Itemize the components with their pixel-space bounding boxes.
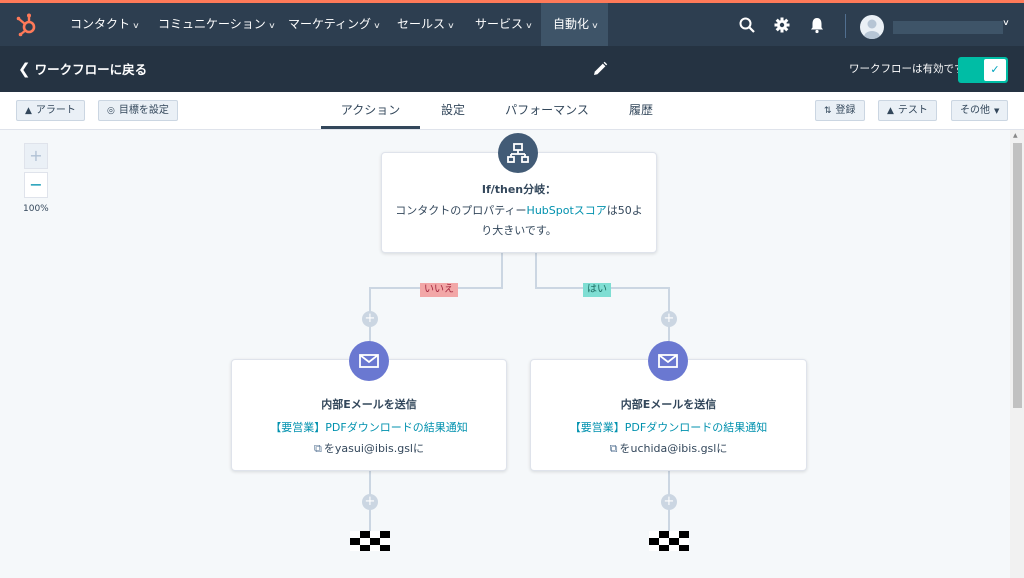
scroll-up-arrow[interactable]: ▲ bbox=[1013, 132, 1018, 139]
enroll-icon: ⇅ bbox=[824, 106, 832, 116]
chevron-down-icon: ∨ bbox=[447, 21, 455, 30]
property-link[interactable]: HubSpotスコア bbox=[526, 204, 607, 217]
branch-card-condition-end: り大きいです。 bbox=[481, 224, 557, 237]
envelope-icon bbox=[349, 341, 389, 381]
condition-text: コンタクトのプロパティー bbox=[395, 204, 527, 217]
chevron-left-icon: ❮ bbox=[18, 60, 31, 78]
nav-item-marketing[interactable]: マーケティング∨ bbox=[278, 3, 390, 46]
top-navigation: コンタクト∨ コミュニケーション∨ マーケティング∨ セールス∨ サービス∨ 自… bbox=[0, 0, 1024, 46]
action-card-title: 内部Eメールを送信 bbox=[620, 398, 717, 411]
branch-yes-label[interactable]: はい bbox=[583, 283, 611, 297]
add-action-button[interactable]: + bbox=[362, 494, 378, 510]
account-name-redacted[interactable] bbox=[893, 21, 1003, 34]
recipient-line: ⧉をyasui@ibis.gslに bbox=[232, 440, 506, 456]
chevron-down-icon: ∨ bbox=[267, 21, 276, 30]
branch-card-title: If/then分岐： bbox=[481, 183, 557, 196]
workflow-header: ❮ワークフローに戻る ワークフローは有効です bbox=[0, 46, 1024, 92]
email-link[interactable]: 【要営業】PDFダウンロードの結果通知 bbox=[270, 421, 468, 434]
zoom-level: 100% bbox=[23, 204, 49, 214]
gear-icon[interactable] bbox=[773, 16, 791, 34]
branch-icon bbox=[498, 133, 538, 173]
nav-item-automation[interactable]: 自動化∨ bbox=[541, 3, 608, 46]
hubspot-sprocket-icon[interactable] bbox=[14, 12, 40, 38]
scrollbar-thumb[interactable] bbox=[1013, 143, 1022, 408]
tab-actions[interactable]: アクション bbox=[321, 92, 420, 129]
alert-button[interactable]: ▲アラート bbox=[16, 100, 85, 121]
connector-line bbox=[535, 253, 537, 289]
end-flag-icon bbox=[350, 531, 390, 551]
nav-item-contacts[interactable]: コンタクト∨ bbox=[60, 3, 149, 46]
tab-settings[interactable]: 設定 bbox=[440, 103, 465, 117]
workflow-active-toggle[interactable]: ✓ bbox=[958, 57, 1008, 83]
warning-icon: ▲ bbox=[25, 106, 32, 116]
external-link-icon[interactable]: ⧉ bbox=[609, 442, 618, 455]
branch-card-condition: コンタクトのプロパティーHubSpotスコアは50よ bbox=[382, 202, 656, 218]
add-action-button[interactable]: + bbox=[661, 494, 677, 510]
recipient-line: ⧉をuchida@ibis.gslに bbox=[531, 440, 806, 456]
end-flag-icon bbox=[649, 531, 689, 551]
flask-icon: ▲ bbox=[887, 106, 894, 116]
add-action-button[interactable]: + bbox=[661, 311, 677, 327]
chevron-down-icon[interactable]: ∨ bbox=[1002, 18, 1010, 27]
pencil-edit-icon[interactable] bbox=[592, 61, 608, 77]
set-goal-button[interactable]: ◎目標を設定 bbox=[98, 100, 178, 121]
zoom-in-button[interactable]: + bbox=[24, 143, 48, 169]
email-link[interactable]: 【要営業】PDFダウンロードの結果通知 bbox=[569, 421, 768, 434]
action-card-title: 内部Eメールを送信 bbox=[321, 398, 417, 411]
tab-history[interactable]: 履歴 bbox=[628, 103, 653, 117]
chevron-down-icon: ∨ bbox=[132, 21, 140, 30]
back-to-workflows-link[interactable]: ❮ワークフローに戻る bbox=[18, 46, 147, 92]
recipient-text: をyasui@ibis.gslに bbox=[323, 442, 424, 455]
test-button[interactable]: ▲テスト bbox=[878, 100, 937, 121]
enroll-button[interactable]: ⇅登録 bbox=[815, 100, 865, 121]
nav-divider bbox=[845, 14, 846, 38]
connector-line bbox=[501, 253, 503, 289]
tab-performance[interactable]: パフォーマンス bbox=[505, 103, 589, 117]
external-link-icon[interactable]: ⧉ bbox=[314, 442, 322, 455]
branch-no-label[interactable]: いいえ bbox=[420, 283, 458, 297]
avatar[interactable] bbox=[860, 15, 884, 39]
add-action-button[interactable]: + bbox=[362, 311, 378, 327]
envelope-icon bbox=[648, 341, 688, 381]
nav-item-conversations[interactable]: コミュニケーション∨ bbox=[148, 3, 285, 46]
target-icon: ◎ bbox=[107, 106, 115, 116]
more-dropdown[interactable]: その他▼ bbox=[951, 100, 1009, 121]
nav-item-sales[interactable]: セールス∨ bbox=[387, 3, 464, 46]
condition-text: は50よ bbox=[606, 204, 643, 217]
bell-icon[interactable] bbox=[808, 16, 826, 34]
caret-down-icon: ▼ bbox=[994, 107, 1000, 115]
workflow-status-label: ワークフローは有効です bbox=[849, 63, 965, 75]
search-icon[interactable] bbox=[738, 16, 756, 34]
recipient-text: をuchida@ibis.gslに bbox=[619, 442, 728, 455]
chevron-down-icon: ∨ bbox=[525, 21, 533, 30]
user-icon bbox=[864, 19, 880, 39]
checkmark-icon: ✓ bbox=[984, 59, 1006, 81]
nav-item-service[interactable]: サービス∨ bbox=[465, 3, 542, 46]
chevron-down-icon: ∨ bbox=[591, 21, 599, 30]
workflow-toolbar: ▲アラート ◎目標を設定 アクション 設定 パフォーマンス 履歴 ⇅登録 ▲テス… bbox=[0, 92, 1024, 130]
zoom-out-button[interactable]: − bbox=[24, 172, 48, 198]
chevron-down-icon: ∨ bbox=[373, 21, 381, 30]
